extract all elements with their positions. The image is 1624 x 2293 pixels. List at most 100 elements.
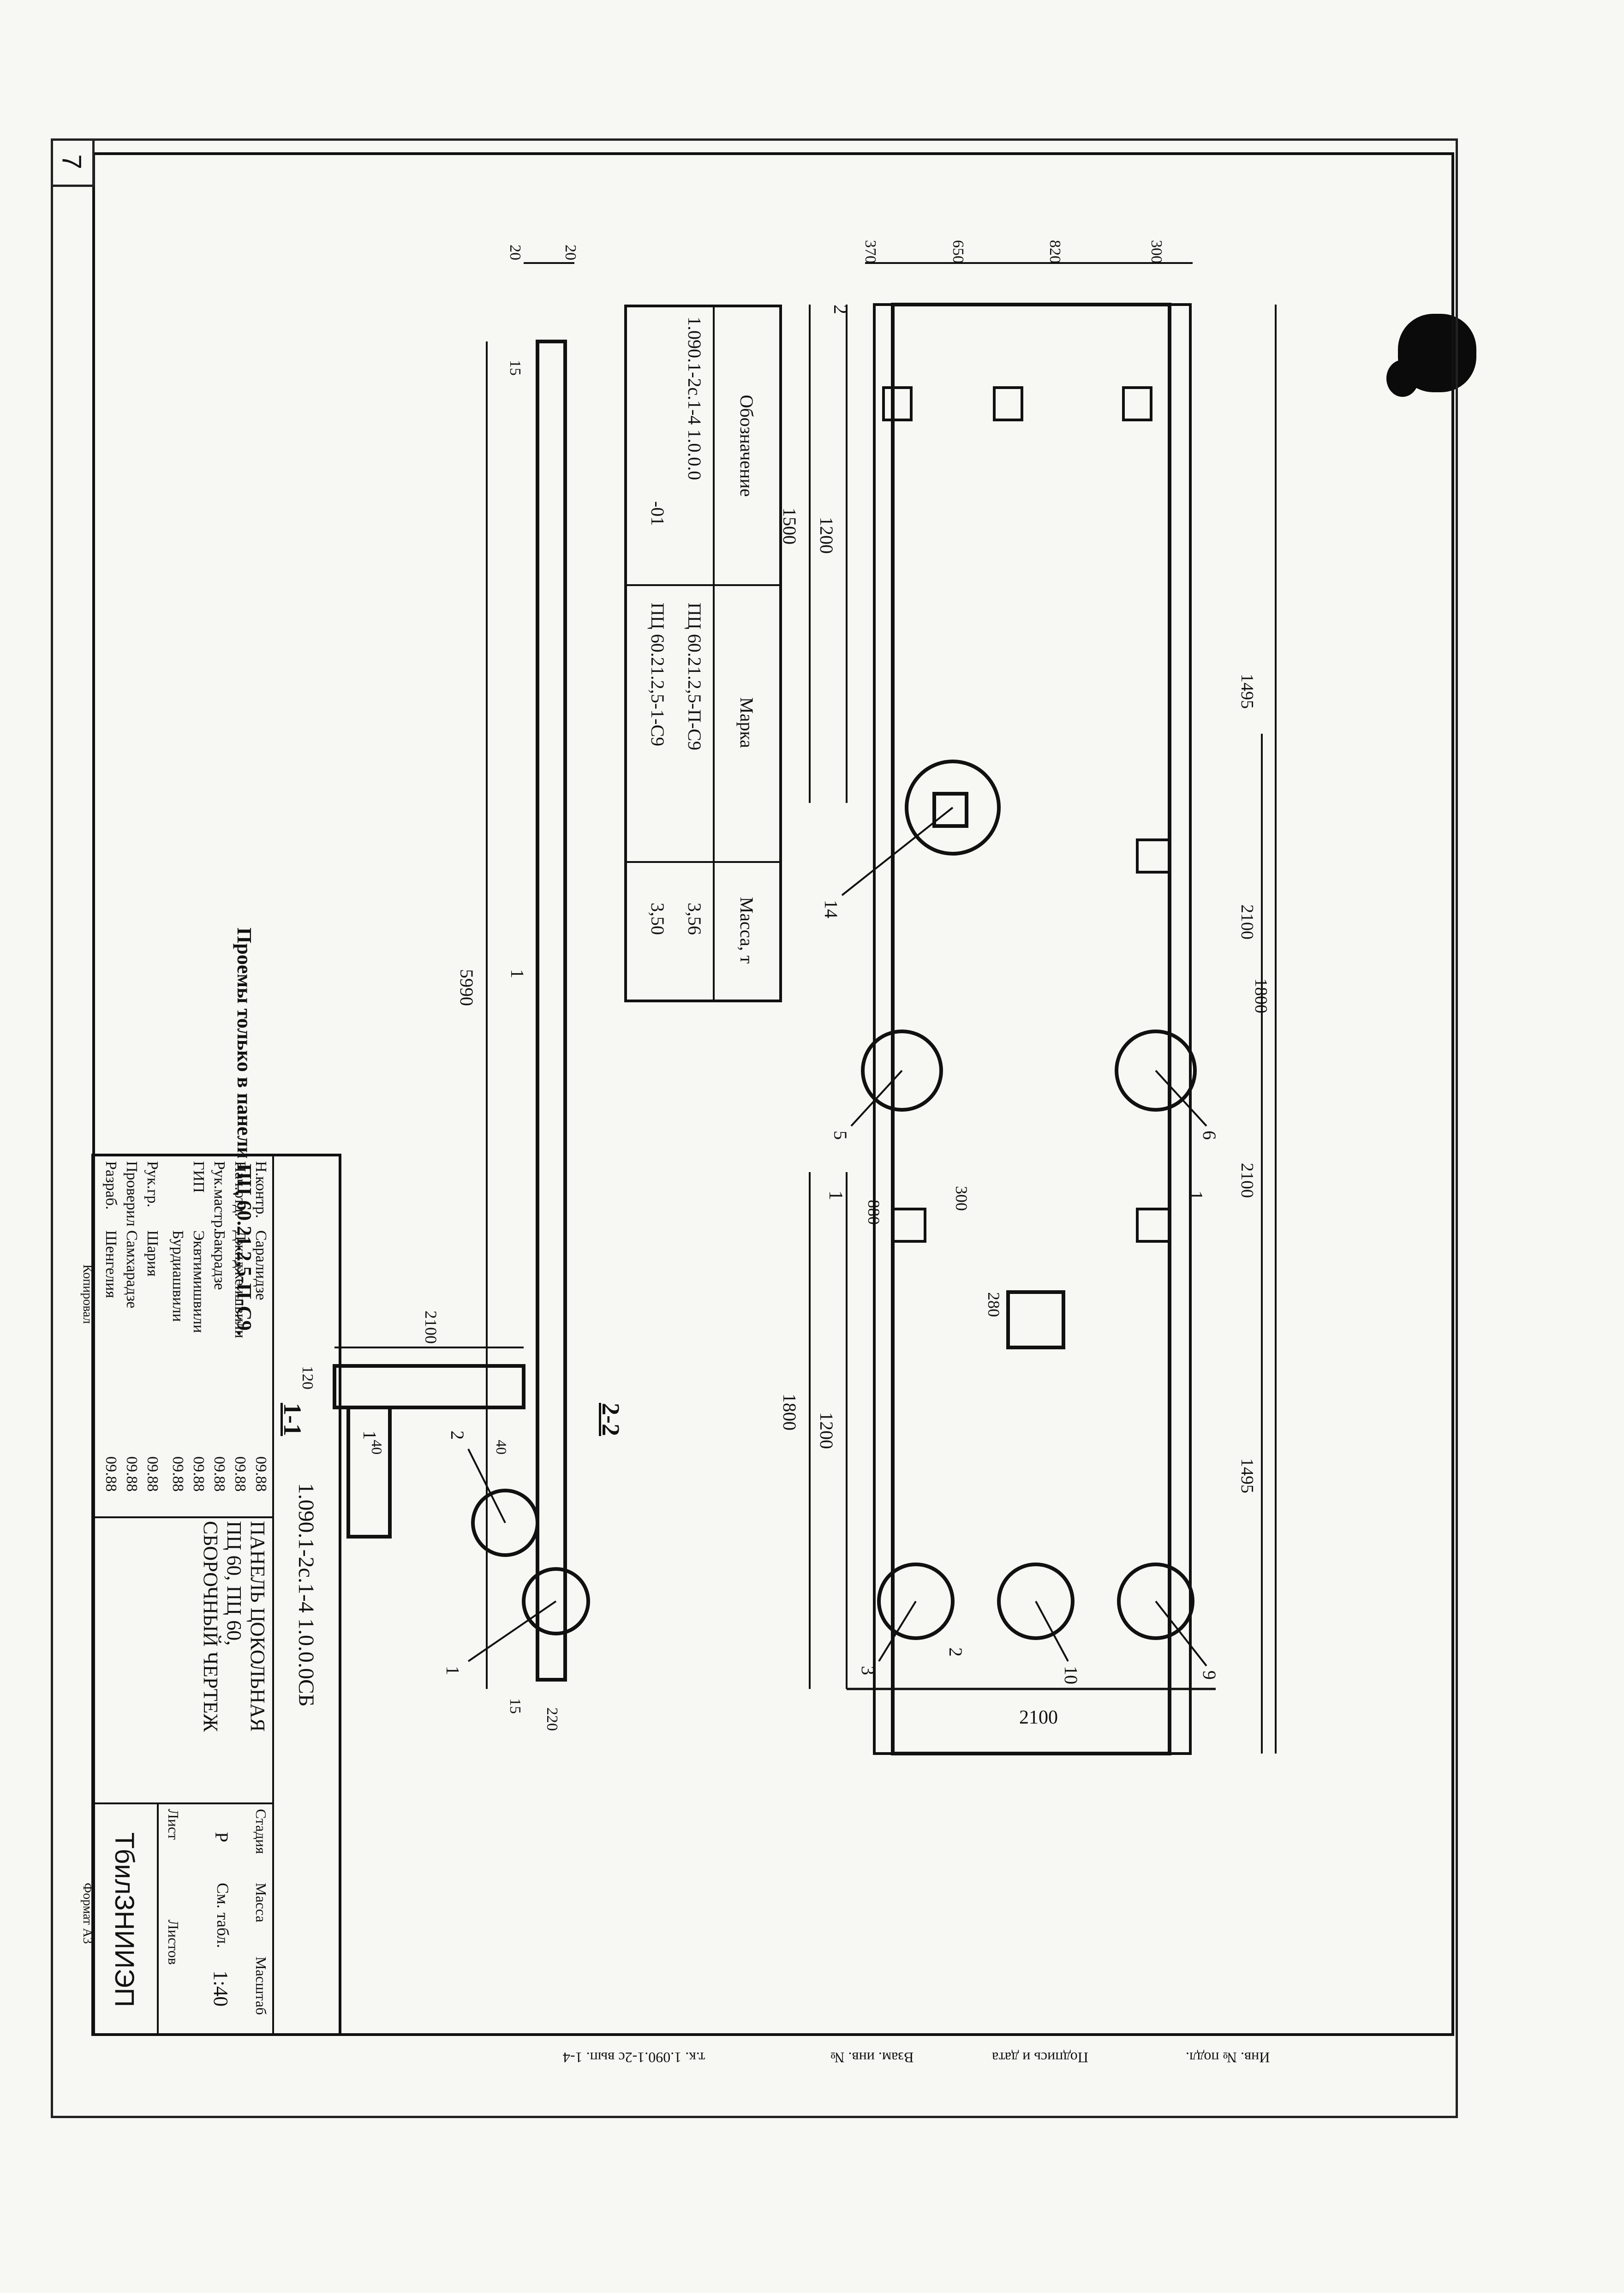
sheet-label: Лист [165,1809,182,1840]
copied-label: Копировал [80,1264,95,1324]
sig-date: 09.88 [232,1456,249,1492]
signature-table: Н.контр. Саралидзе 09.88 Нач.отд. Джидже… [94,1156,274,1518]
embed-5 [1136,1208,1171,1243]
sig-role: Н.контр. [252,1161,269,1218]
sec-dim-2100: 2100 [422,1311,440,1344]
dim-1495b: 1495 [1237,674,1257,709]
embed-3 [1122,386,1152,421]
sig-name: Саралидзе [252,1230,269,1300]
dim-1800b: 1800 [1251,978,1271,1013]
title-text: ПАНЕЛЬ ЦОКОЛЬНАЯ ПЦ 60, ПЦ 60, СБОРОЧНЫЙ… [168,1521,269,1798]
scale-label: Масштаб [253,1957,269,2015]
page-number: 7 [51,138,95,187]
drawing-canvas: 2100 1800 1200 280 300 880 1500 1200 149… [80,157,1446,2036]
outer-frame [51,138,1458,2118]
spec-row2-mark: ПЦ 60.21.2,5-1-С9 [647,603,668,747]
leader-3 [878,1600,917,1662]
leader-9 [1155,1600,1207,1667]
sig-role: ГИП [190,1161,207,1193]
detail-circle-5 [861,1030,943,1112]
section-1-1-body [333,1364,525,1409]
sig-name: Шария [144,1230,161,1277]
leader-6 [1155,1070,1207,1127]
stage-label: Стадия [253,1809,269,1854]
sec-dim-40b: 40 [369,1440,385,1455]
spec-table: Обозначение Марка Масса, т 1.090.1-2с.1-… [624,305,782,1002]
sec1-marker-2: 2 [447,1431,468,1440]
sig-name: Самхарадзе [123,1230,140,1309]
spec-row2-designation: -01 [647,501,668,526]
detail-circle-9 [1117,1563,1194,1640]
sig-name: Эквтимишвили [190,1230,207,1333]
dim-1200: 1200 [816,1412,837,1449]
inv-no: Инв. № подл. [1186,2049,1270,2066]
sig-role: Проверил [123,1161,140,1227]
leader-5 [850,1070,903,1127]
scale-value: 1:40 [209,1970,232,2007]
sheets-label: Листов [165,1920,182,1965]
dim-650: 650 [949,240,967,263]
dim-300: 300 [952,1186,971,1211]
sig-name: Шенгелия [102,1230,119,1298]
detail-circle-14 [905,760,1001,856]
sec2-marker-1: 1 [442,1666,463,1675]
leader-s2 [467,1600,557,1662]
dim-1800: 1800 [779,1394,800,1431]
marker-5: 5 [830,1131,851,1140]
sec2-marker-1b: 1 [507,969,528,978]
marker-6: 6 [1199,1131,1220,1140]
binding-strip: Инв. № подл. Подпись и дата Взам. инв. №… [92,2035,1449,2081]
panel-top-edge [1168,303,1192,1755]
dim-2100a: 2100 [1237,1163,1257,1198]
mass-value: См. табл. [214,1883,232,1948]
dim-880: 880 [865,1200,883,1225]
spec-row1-mass: 3,56 [684,903,705,935]
cut-mark-2: 2 [830,305,851,314]
marker-10: 10 [1061,1666,1081,1684]
dim-220: 220 [543,1707,561,1731]
embed-1 [882,386,913,421]
sig-role: Нач.отд. [232,1161,249,1217]
sig-date: 09.88 [144,1456,161,1492]
marker-3: 3 [858,1666,878,1675]
detail-circle-10 [997,1563,1075,1640]
ink-blot [1386,360,1419,397]
section-2-2-circle [522,1567,590,1635]
panel-plan-outline [891,303,1171,1755]
marker-14: 14 [821,900,842,918]
sec-dim-40a: 40 [493,1440,510,1455]
dim-300b: 300 [1148,240,1165,263]
title-block: 1.090.1-2с.1-4 1.0.0.0СБ Н.контр. Сарали… [91,1154,341,2036]
dim-20a: 20 [562,245,579,260]
sig-name: Джиджеишвили [232,1230,249,1339]
leader-14 [841,807,954,896]
opening-280 [1006,1290,1065,1349]
embed-6 [891,1208,926,1243]
title-line2: ПЦ 60, ПЦ 60, [223,1521,245,1646]
inner-frame [92,152,1454,2036]
sig-date: 09.88 [190,1456,207,1492]
doc-ref: т.к. 1.090.1-2с вып. 1-4 [563,2049,705,2066]
dim-280: 280 [985,1292,1003,1317]
spec-row2-mass: 3,50 [647,903,668,935]
leader-10 [1035,1601,1069,1662]
replace-inv: Взам. инв. № [830,2049,914,2066]
dim-15a: 15 [507,1698,524,1714]
dim-1500: 1500 [779,508,800,545]
dim-5990: 5990 [456,969,477,1006]
org-name: ТбилЗНИИЭП [92,1802,159,2035]
section-2-2-body [536,340,567,1682]
sig-role: Разраб. [102,1161,119,1210]
sig-role: Рук.мастр. [211,1161,228,1232]
dim-1495a: 1495 [1237,1458,1257,1493]
opening-small [932,792,968,828]
title-line1: ПАНЕЛЬ ЦОКОЛЬНАЯ [246,1521,269,1732]
leader-s1 [467,1449,506,1523]
format-label: Формат А3 [80,1883,95,1944]
sig-date: 09.88 [252,1456,269,1492]
dim-20b: 20 [507,245,524,260]
spec-row1-designation: 1.090.1-2с.1-4 1.0.0.0 [684,317,705,480]
stage-value: Р [211,1832,232,1843]
marker-9: 9 [1199,1670,1220,1680]
